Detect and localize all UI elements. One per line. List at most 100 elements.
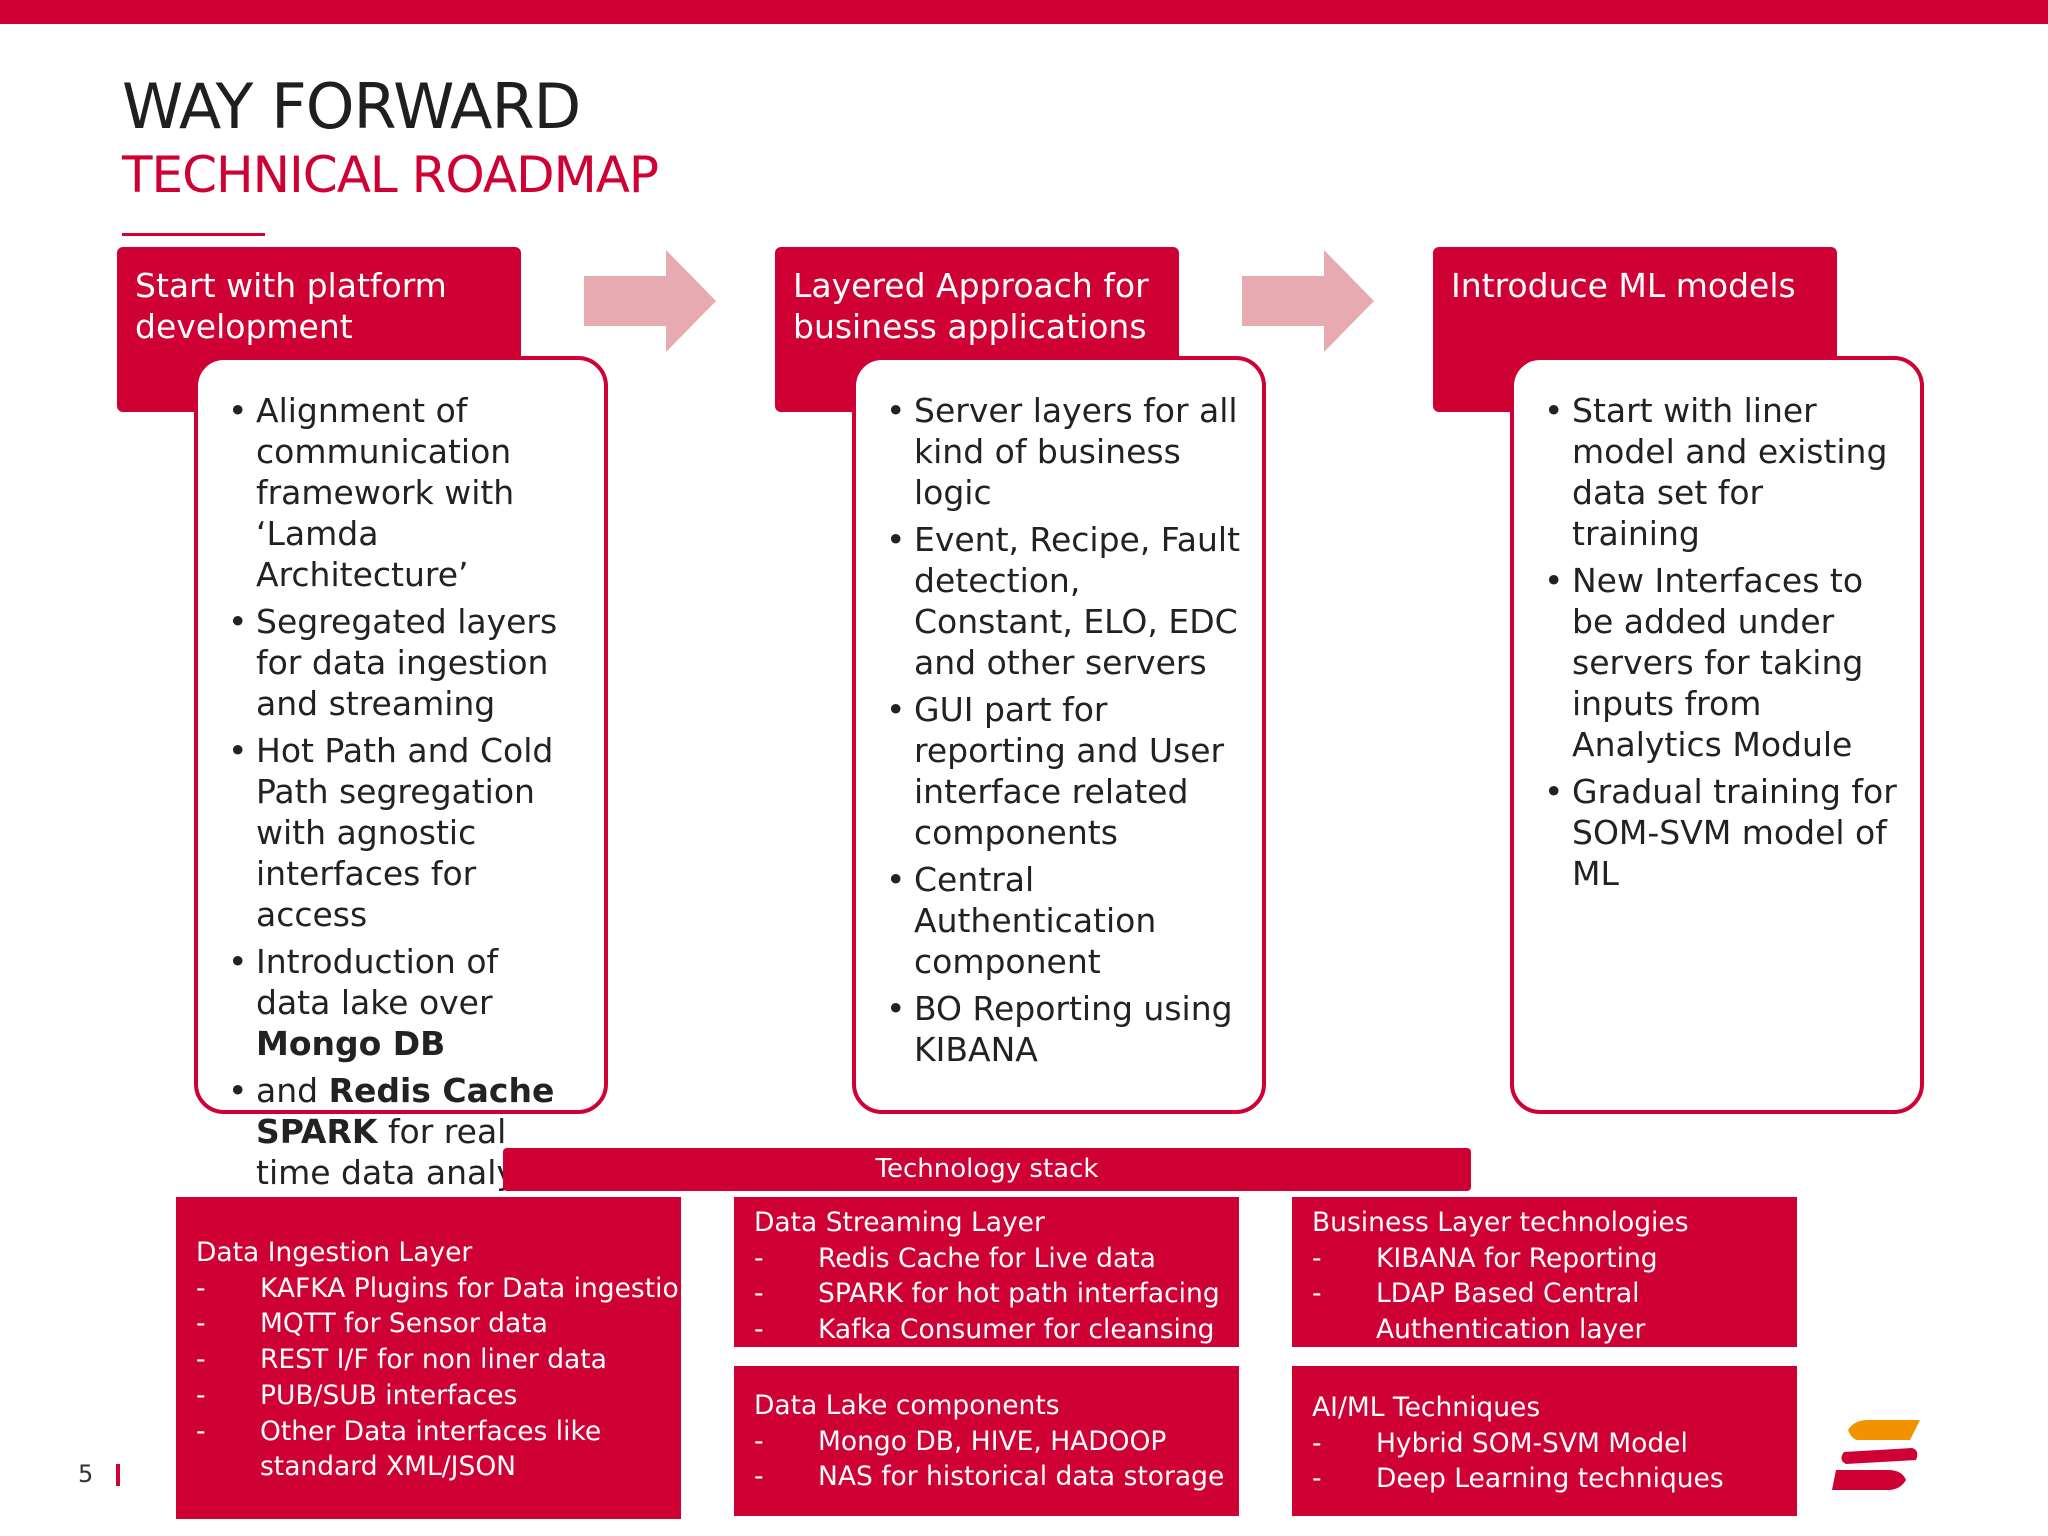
data-lake-box: Data Lake components - Mongo DB, HIVE, HAD… [734, 1366, 1239, 1516]
tech-box-item-text: PUB/SUB interfaces [260, 1379, 518, 1411]
step-3-bullet: Gradual training for SOM-SVM model of ML [1544, 771, 1898, 894]
company-logo-icon [1832, 1420, 1920, 1490]
page-title: WAY FORWARD [122, 70, 581, 143]
tech-box-item-text: SPARK for hot path interfacing [818, 1278, 1220, 1310]
dash-bullet: - [196, 1308, 206, 1340]
bullet-text: Server layers for all kind of business l… [914, 391, 1238, 512]
dash-bullet: - [196, 1379, 206, 1411]
step-1-bullet: Hot Path and Cold Path segregation with … [228, 730, 582, 935]
dash-bullet: - [754, 1461, 764, 1493]
step-1-title: Start with platform development [135, 266, 447, 346]
ai-ml-box: AI/ML Techniques - Hybrid SOM-SVM Model - De… [1292, 1366, 1797, 1516]
tech-box-item-text: NAS for historical data storage [818, 1461, 1225, 1493]
dash-bullet: - [754, 1314, 764, 1346]
bullet-text: Central Authentication component [914, 860, 1157, 981]
tech-box-item: - Kafka Consumer for cleansing [754, 1312, 1219, 1348]
right-arrow-icon [1242, 250, 1374, 352]
bullet-text: Alignment of communication framework wit… [256, 391, 515, 594]
step-3-title: Introduce ML models [1451, 266, 1796, 305]
dash-bullet: - [196, 1415, 206, 1447]
tech-box-item: Authentication layer [1312, 1312, 1777, 1348]
tech-box-item-text: Hybrid SOM-SVM Model [1376, 1427, 1688, 1459]
step-1-bullet: Segregated layers for data ingestion and… [228, 601, 582, 724]
data-streaming-layer-box: Data Streaming Layer - Redis Cache for Liv… [734, 1197, 1239, 1347]
tech-box-title: AI/ML Techniques [1312, 1392, 1541, 1423]
tech-box-title: Data Lake components [754, 1390, 1060, 1421]
dash-bullet: - [754, 1242, 764, 1274]
right-arrow-icon [584, 250, 716, 352]
data-ingestion-layer-box: Data Ingestion Layer - KAFKA Plugins for D… [176, 1197, 696, 1519]
tech-box-item-text: Redis Cache for Live data [818, 1242, 1156, 1274]
step-1-bullets: Alignment of communication framework wit… [228, 390, 582, 1193]
business-layer-box: Business Layer technologies-KIBANA for R… [1292, 1197, 1797, 1347]
tech-box-item: - NAS for historical data storage [754, 1459, 1224, 1495]
bullet-bold-text: SPARK [256, 1112, 378, 1151]
page-number-marker [116, 1464, 120, 1486]
tech-box-item: - LDAP Based Central [1312, 1276, 1777, 1312]
tech-box-item-text: KIBANA for Reporting [1376, 1242, 1658, 1274]
step-2-title: Layered Approach for business applicatio… [793, 266, 1149, 346]
bullet-text: Event, Recipe, Fault detection, Constant… [914, 520, 1241, 682]
page-subtitle: TECHNICAL ROADMAP [122, 146, 659, 204]
step-2-bullet: BO Reporting using KIBANA [886, 988, 1240, 1070]
tech-box-item: - MQTT for Sensor data [196, 1306, 661, 1342]
tech-box-item: - Redis Cache for Live data [754, 1241, 1219, 1277]
bullet-text: BO Reporting using KIBANA [914, 989, 1233, 1069]
tech-box-item: - PUB/SUB interfaces [196, 1378, 661, 1414]
tech-box-item-text: Kafka Consumer for cleansing [818, 1314, 1215, 1346]
tech-box-item-text: MQTT for Sensor data [260, 1308, 548, 1340]
bullet-bold-text: Mongo DB [256, 1024, 446, 1063]
dash-bullet: - [1312, 1242, 1322, 1274]
bullet-text: and [256, 1071, 329, 1110]
bullet-text: Gradual training for SOM-SVM model of ML [1572, 772, 1897, 893]
bullet-text: Segregated layers for data ingestion and… [256, 602, 558, 723]
tech-box-item: - Deep Learning techniques [1312, 1461, 1777, 1497]
title-divider [122, 233, 265, 236]
step-2-bullet: Server layers for all kind of business l… [886, 390, 1240, 513]
tech-box-item-text: Authentication layer [1376, 1314, 1646, 1346]
tech-box-title: Data Ingestion Layer [196, 1237, 473, 1268]
step-2-bullet: Event, Recipe, Fault detection, Constant… [886, 519, 1240, 683]
dash-bullet: - [1312, 1463, 1322, 1495]
dash-bullet: - [196, 1272, 206, 1304]
top-accent-bar [0, 0, 2048, 24]
bullet-text: Introduction of data lake over [256, 942, 499, 1022]
tech-box-item: - Mongo DB, HIVE, HADOOP [754, 1424, 1219, 1460]
step-3-bullets: Start with liner model and existing data… [1544, 390, 1898, 894]
tech-box-item-text: LDAP Based Central [1376, 1278, 1640, 1310]
step-3-bullet: Start with liner model and existing data… [1544, 390, 1898, 554]
step-2-bullets: Server layers for all kind of business l… [886, 390, 1240, 1070]
dash-bullet: - [754, 1425, 764, 1457]
tech-box-item: -REST I/F for non liner data [196, 1342, 661, 1378]
tech-box-item: -Other Data interfaces like [196, 1414, 661, 1450]
tech-box-item: - KAFKA Plugins for Data ingestion [196, 1271, 696, 1307]
bullet-bold-text: Redis Cache [328, 1071, 555, 1110]
dash-bullet: - [196, 1344, 206, 1376]
technology-stack-label: Technology stack [875, 1154, 1099, 1184]
bullet-text: New Interfaces to be added under servers… [1572, 561, 1864, 764]
tech-box-item-text: Deep Learning techniques [1376, 1463, 1724, 1495]
tech-box-item-text: KAFKA Plugins for Data ingestion [260, 1272, 696, 1304]
technology-stack-bar: Technology stack [503, 1148, 1471, 1191]
step-2-bullet: GUI part for reporting and User interfac… [886, 689, 1240, 853]
step-1-bullet: Alignment of communication framework wit… [228, 390, 582, 595]
step-2-bullet: Central Authentication component [886, 859, 1240, 982]
step-1-bullet: Introduction of data lake over Mongo DB [228, 941, 582, 1064]
tech-box-item: - Hybrid SOM-SVM Model [1312, 1426, 1777, 1462]
step-2-card: Server layers for all kind of business l… [852, 356, 1266, 1114]
tech-box-item-text: Mongo DB, HIVE, HADOOP [818, 1425, 1167, 1457]
tech-box-title: Data Streaming Layer [754, 1207, 1045, 1238]
bullet-text: Hot Path and Cold Path segregation with … [256, 731, 554, 934]
dash-bullet: - [1312, 1278, 1322, 1310]
step-1-card: Alignment of communication framework wit… [194, 356, 608, 1192]
page-number: 5 [78, 1460, 94, 1488]
step-3-bullet: New Interfaces to be added under servers… [1544, 560, 1898, 765]
bullet-text: GUI part for reporting and User interfac… [914, 690, 1225, 852]
tech-box-item: - KIBANA for Reporting [1312, 1241, 1777, 1277]
tech-box-item: -SPARK for hot path interfacing [754, 1276, 1220, 1312]
bullet-text: Start with liner model and existing data… [1572, 391, 1888, 553]
dash-bullet: - [1312, 1427, 1322, 1459]
step-1-bullet: and Redis Cache SPARK for real time data… [228, 1070, 582, 1193]
step-3-card: Start with liner model and existing data… [1510, 356, 1924, 1114]
tech-box-item-text: standard XML/JSON [260, 1451, 516, 1483]
